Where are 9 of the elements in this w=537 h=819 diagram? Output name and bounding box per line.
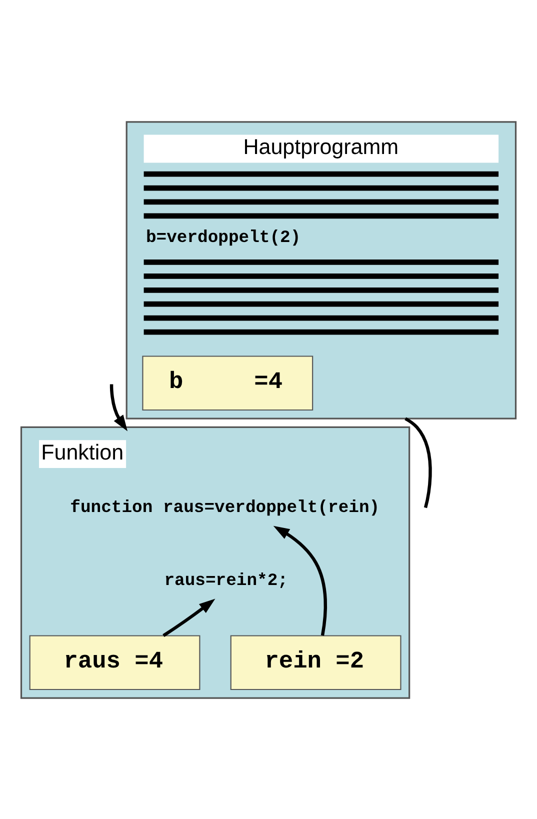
arrow [110, 384, 128, 431]
arrow [162, 598, 216, 637]
node-box: b =4 [142, 355, 314, 410]
node-text: raus=rein*2; [164, 572, 288, 591]
node-box: rein =2 [230, 634, 402, 690]
node-box: raus =4 [29, 634, 200, 690]
arrow [273, 525, 328, 636]
node-text: function raus=verdoppelt(rein) [70, 498, 380, 518]
connector [404, 416, 432, 508]
